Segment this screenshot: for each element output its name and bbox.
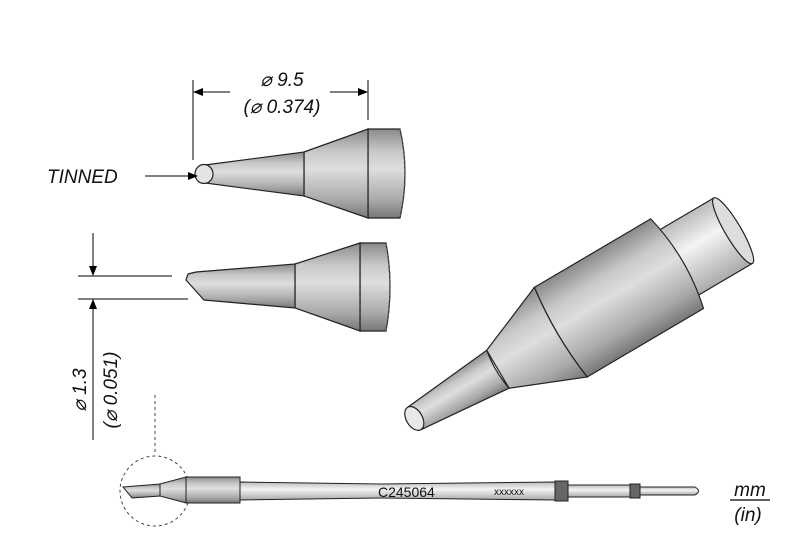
tinned-label: TINNED: [47, 167, 118, 188]
part-number-label: C245064: [378, 484, 435, 500]
serial-label: xxxxxx: [494, 487, 524, 498]
unit-secondary-label: (in): [734, 505, 761, 526]
width-in-label: (⌀ 0.051): [101, 352, 122, 429]
width-mm-label: ⌀ 1.3: [70, 368, 91, 412]
perspective-tip-view: [404, 197, 755, 431]
length-in-label: (⌀ 0.374): [244, 97, 321, 118]
width-dimension: [78, 233, 188, 440]
length-dimension: [192, 80, 369, 160]
unit-primary-label: mm: [734, 480, 766, 501]
length-mm-label: ⌀ 9.5: [260, 70, 304, 91]
side-tip-view: [185, 242, 391, 332]
full-tip-view: [122, 476, 699, 504]
top-tip-view: [194, 128, 406, 219]
